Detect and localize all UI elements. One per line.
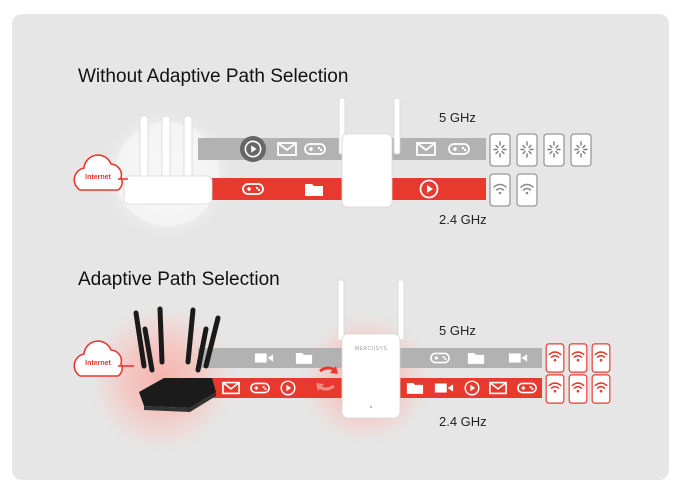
wifi-phone-icon [489,173,511,207]
top-internet-cloud [73,154,128,191]
wifi-phone-icon [545,343,565,373]
bottom-band-24ghz-label: 2.4 GHz [439,414,487,429]
bottom-router-glow [84,301,240,457]
diagram-panel: Without Adaptive Path Selection Adaptive… [12,14,669,480]
swap-arrows-icon [316,366,338,391]
bottom-band-5ghz-label: 5 GHz [439,323,476,338]
bottom-cloud-label: Internet [85,360,111,367]
loading-phone-icon [570,133,592,167]
wifi-phone-icon [568,374,588,404]
top-section [73,97,592,242]
top-router [123,115,213,205]
diagram-canvas: MERCUSYS Internet Internet [73,97,611,457]
bottom-title: Adaptive Path Selection [78,269,280,290]
bottom-router [133,306,221,412]
bottom-internet-cloud [73,340,134,377]
bottom-extender: MERCUSYS [337,279,405,419]
wifi-phone-icon [568,343,588,373]
wifi-phone-icon [516,173,538,207]
top-band-24ghz-label: 2.4 GHz [439,212,487,227]
wifi-phone-icon [545,374,565,404]
top-band-5ghz-label: 5 GHz [439,110,476,125]
bottom-devices-5ghz [545,343,611,373]
bottom-section: MERCUSYS [73,279,611,457]
top-devices-5ghz [489,133,592,167]
bottom-devices-24ghz [545,374,611,404]
extender-brand: MERCUSYS [355,346,388,352]
loading-phone-icon [543,133,565,167]
top-extender [338,97,401,208]
wifi-phone-icon [591,374,611,404]
top-title: Without Adaptive Path Selection [78,66,349,87]
loading-phone-icon [489,133,511,167]
top-devices-24ghz [489,173,538,207]
top-cloud-label: Internet [85,174,111,181]
wifi-phone-icon [591,343,611,373]
loading-phone-icon [516,133,538,167]
